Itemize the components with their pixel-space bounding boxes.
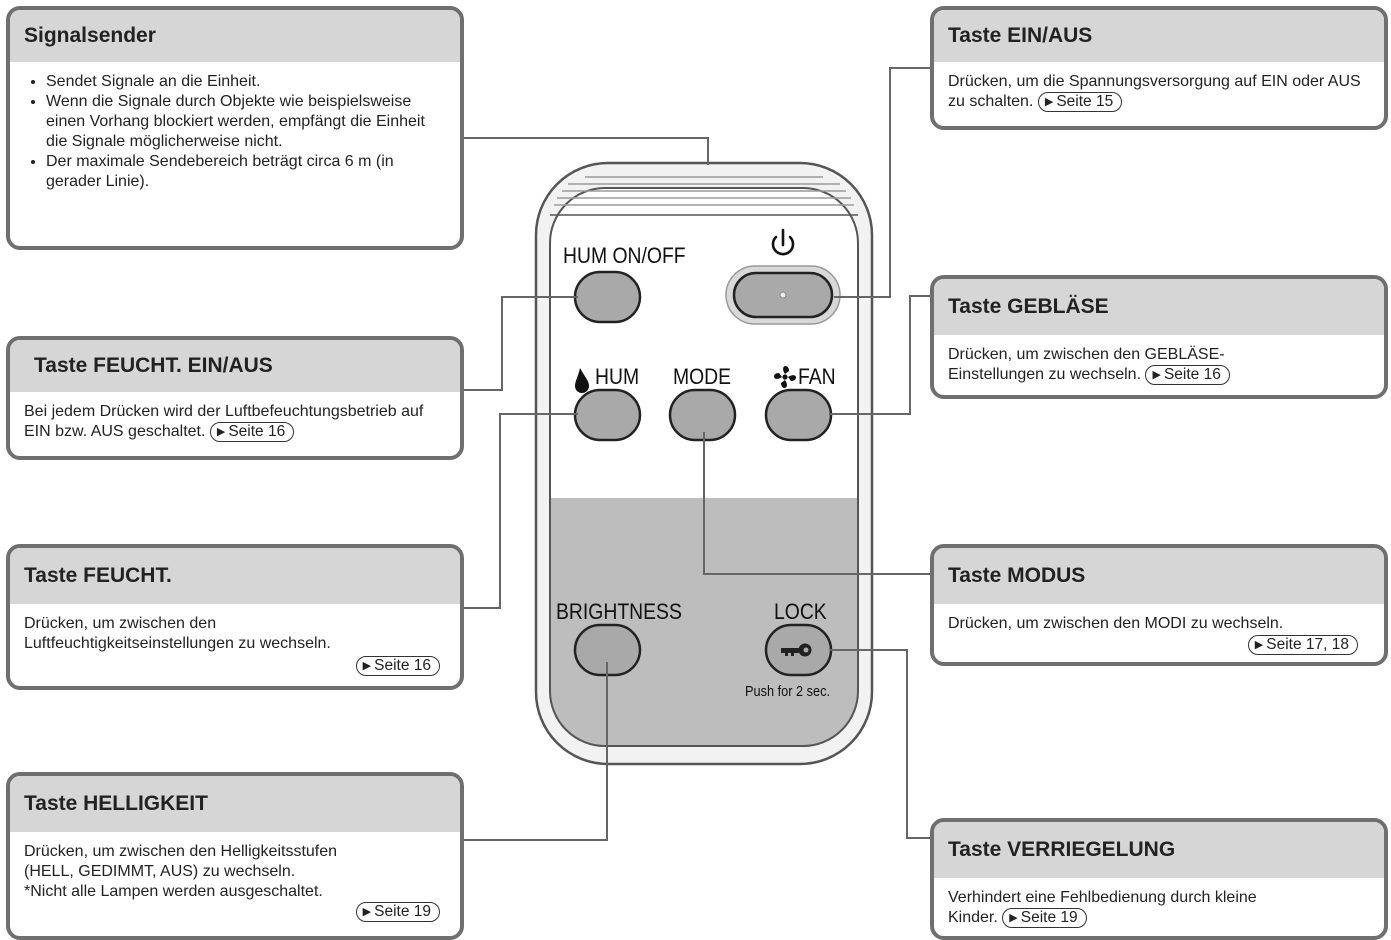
signal-emitter [554, 176, 854, 206]
power-button-text: Drücken, um die Spannungsversorgung auf … [948, 73, 1361, 110]
mode-label: MODE [673, 364, 732, 389]
power-button-title: Taste EIN/AUS [934, 10, 1384, 62]
lock-button-box: Taste VERRIEGELUNG Verhindert eine Fehlb… [930, 818, 1388, 940]
page-reference-link[interactable]: ▶Seite 15 [1037, 92, 1123, 112]
arrow-right-icon: ▶ [362, 906, 372, 918]
key-icon [781, 643, 812, 657]
signal-sender-title: Signalsender [10, 10, 460, 62]
brightness-button-title: Taste HELLIGKEIT [10, 776, 460, 832]
mode-button-box: Taste MODUS Drücken, um zwischen den MOD… [930, 544, 1388, 666]
list-item: Der maximale Sendebereich beträgt circa … [46, 152, 446, 192]
power-button-box: Taste EIN/AUS Drücken, um die Spannungsv… [930, 6, 1388, 130]
page-reference-link[interactable]: ▶Seite 19 [1002, 908, 1087, 928]
lock-button-text: Verhindert eine Fehlbedienung durch klei… [948, 889, 1257, 926]
page-reference-link[interactable]: ▶Seite 17, 18 [1247, 635, 1358, 655]
brightness-label: BRIGHTNESS [556, 599, 682, 624]
power-icon [771, 228, 795, 256]
hum-onoff-button [573, 270, 642, 324]
arrow-right-icon: ▶ [216, 426, 226, 438]
fan-button-text: Drücken, um zwischen den GEBLÄSE-Einstel… [948, 346, 1225, 383]
fan-button-title: Taste GEBLÄSE [934, 279, 1384, 335]
lock-hint: Push for 2 sec. [745, 683, 831, 700]
page-reference-label: Seite 17, 18 [1266, 636, 1349, 653]
hum-button-box: Taste FEUCHT. Drücken, um zwischen den L… [6, 544, 464, 690]
leader-lines [462, 67, 932, 841]
page-reference-link[interactable]: ▶Seite 19 [355, 902, 440, 922]
hum-onoff-label: HUM ON/OFF [563, 243, 686, 268]
page-reference-label: Seite 19 [374, 903, 431, 920]
brightness-button-text: Drücken, um zwischen den Helligkeitsstuf… [24, 843, 338, 880]
hum-button-title: Taste FEUCHT. [10, 548, 460, 604]
page-reference-link[interactable]: ▶Seite 16 [209, 422, 295, 442]
lock-button-title: Taste VERRIEGELUNG [934, 822, 1384, 878]
page-reference-link[interactable]: ▶Seite 16 [355, 656, 440, 676]
page-reference-label: Seite 19 [1020, 909, 1078, 926]
hum-onoff-box: Taste FEUCHT. EIN/AUS Bei jedem Drücken … [6, 336, 464, 460]
hum-label: HUM [595, 364, 640, 389]
signal-sender-list: Sendet Signale an die Einheit. Wenn die … [24, 72, 446, 192]
page-reference-label: Seite 16 [1163, 366, 1221, 383]
arrow-right-icon: ▶ [1254, 639, 1264, 651]
mode-button-text: Drücken, um zwischen den MODI zu wechsel… [948, 615, 1284, 632]
page-reference-label: Seite 15 [1056, 93, 1114, 110]
fan-label: FAN [798, 364, 836, 389]
arrow-right-icon: ▶ [1044, 96, 1054, 108]
hum-button-text: Drücken, um zwischen den Luftfeuchtigkei… [24, 615, 331, 652]
mode-button [668, 388, 737, 442]
page-reference-link[interactable]: ▶Seite 16 [1145, 365, 1230, 385]
arrow-right-icon: ▶ [1009, 912, 1018, 924]
signal-sender-box: Signalsender Sendet Signale an die Einhe… [6, 6, 464, 250]
fan-button [764, 388, 833, 442]
page-reference-label: Seite 16 [374, 657, 431, 674]
page-reference-label: Seite 16 [228, 423, 286, 440]
brightness-button-note: *Nicht alle Lampen werden ausgeschaltet. [24, 883, 323, 900]
hum-onoff-text: Bei jedem Drücken wird der Luftbefeuchtu… [24, 403, 424, 440]
hum-onoff-title: Taste FEUCHT. EIN/AUS [10, 340, 460, 392]
fan-button-box: Taste GEBLÄSE Drücken, um zwischen den G… [930, 275, 1388, 399]
lock-label: LOCK [774, 599, 827, 624]
mode-button-title: Taste MODUS [934, 548, 1384, 604]
list-item: Sendet Signale an die Einheit. [46, 72, 446, 92]
drop-icon [575, 368, 589, 393]
brightness-button-box: Taste HELLIGKEIT Drücken, um zwischen de… [6, 772, 464, 940]
hum-button [573, 388, 642, 442]
list-item: Wenn die Signale durch Objekte wie beisp… [46, 92, 446, 152]
arrow-right-icon: ▶ [1152, 369, 1161, 381]
arrow-right-icon: ▶ [362, 660, 372, 672]
fan-icon [773, 365, 797, 389]
